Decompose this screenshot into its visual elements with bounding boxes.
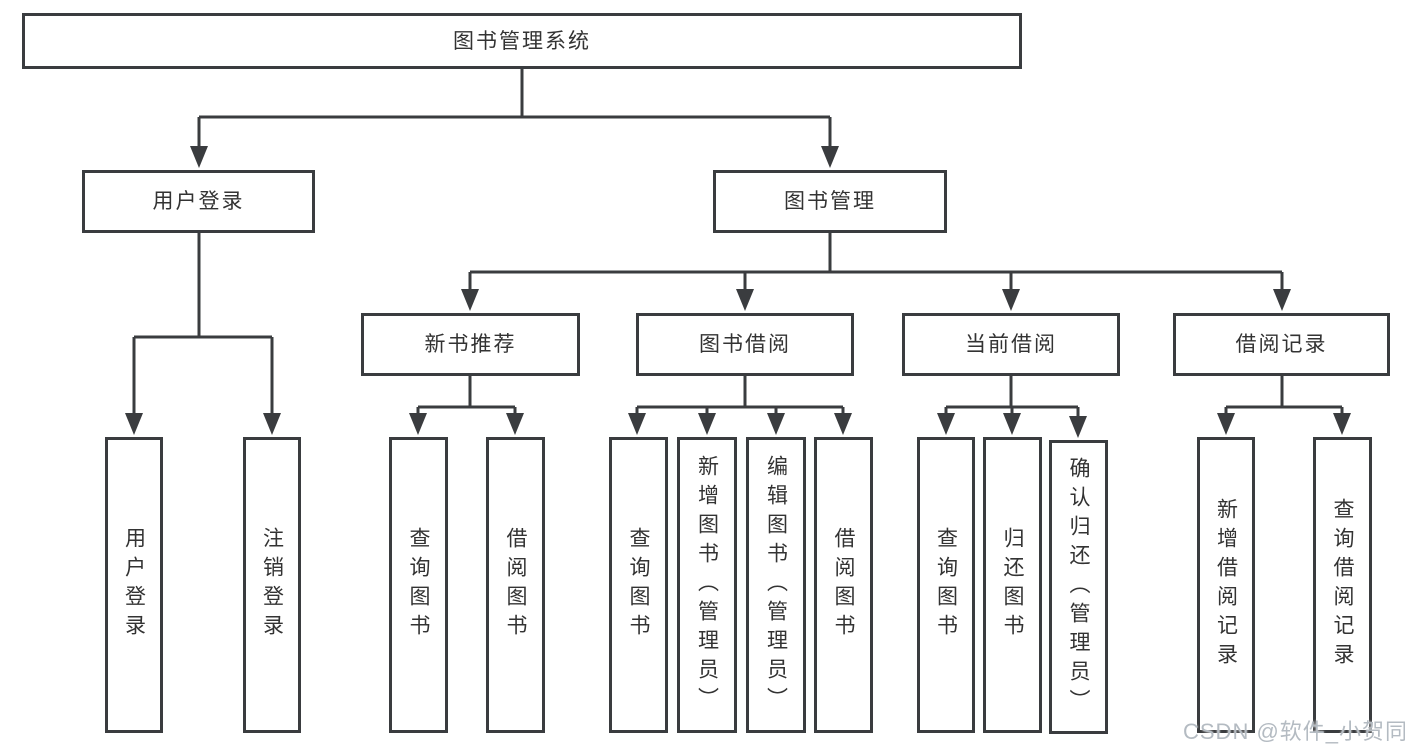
node-leaf-query-books-recommend: 查询图书 (389, 437, 448, 733)
node-leaf-user-login: 用户登录 (105, 437, 163, 733)
node-label: 新书推荐 (424, 333, 517, 356)
node-label: 用户登录 (152, 190, 245, 213)
node-label: 编辑图书（管理员） (764, 454, 788, 716)
node-leaf-add-book-admin: 新增图书（管理员） (677, 437, 737, 733)
node-label: 归还图书 (1001, 527, 1024, 643)
node-leaf-return-books: 归还图书 (983, 437, 1042, 733)
arrowheads (125, 146, 1351, 438)
node-label: 确认归还（管理员） (1067, 456, 1090, 718)
node-leaf-confirm-return-admin: 确认归还（管理员） (1049, 440, 1108, 734)
node-leaf-borrow-books: 借阅图书 (814, 437, 873, 733)
node-leaf-add-borrow-record: 新增借阅记录 (1197, 437, 1255, 733)
node-leaf-query-books-current: 查询图书 (917, 437, 975, 733)
node-label: 借阅记录 (1235, 333, 1328, 356)
node-current-borrowing: 当前借阅 (902, 313, 1120, 376)
node-user-login: 用户登录 (82, 170, 315, 233)
node-label: 查询图书 (934, 527, 958, 643)
node-book-borrowing: 图书借阅 (636, 313, 854, 376)
node-label: 借阅图书 (832, 527, 855, 643)
node-label: 当前借阅 (965, 333, 1057, 356)
node-leaf-query-borrow-record: 查询借阅记录 (1313, 437, 1372, 733)
node-leaf-logout: 注销登录 (243, 437, 301, 733)
node-label: 图书管理系统 (453, 29, 591, 53)
node-label: 借阅图书 (504, 527, 527, 643)
node-label: 查询图书 (407, 527, 430, 643)
node-book-management: 图书管理 (713, 170, 947, 233)
node-label: 注销登录 (260, 527, 284, 643)
node-label: 查询借阅记录 (1331, 498, 1354, 672)
node-label: 查询图书 (627, 527, 650, 643)
node-label: 图书管理 (784, 190, 876, 213)
node-new-book-recommendation: 新书推荐 (361, 313, 580, 376)
node-borrowing-records: 借阅记录 (1173, 313, 1390, 376)
node-leaf-edit-book-admin: 编辑图书（管理员） (746, 437, 806, 733)
node-label: 新增图书（管理员） (695, 454, 719, 716)
node-label: 图书借阅 (699, 333, 791, 356)
node-label: 新增借阅记录 (1214, 498, 1238, 672)
node-library-management-system: 图书管理系统 (22, 13, 1022, 69)
csdn-watermark: CSDN @软件_小贺同学 (1183, 719, 1405, 744)
node-leaf-query-books-borrow: 查询图书 (609, 437, 668, 733)
node-leaf-borrow-books-recommend: 借阅图书 (486, 437, 545, 733)
node-label: 用户登录 (122, 527, 146, 643)
